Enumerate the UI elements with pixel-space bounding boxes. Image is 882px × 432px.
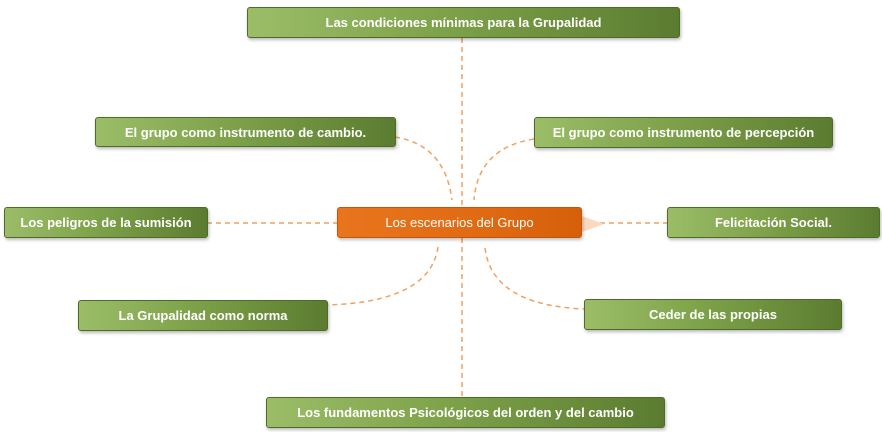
- node-lower-right[interactable]: Ceder de las propias: [584, 299, 842, 330]
- node-right[interactable]: Felicitación Social.: [667, 207, 880, 238]
- node-left[interactable]: Los peligros de la sumisión: [4, 207, 208, 238]
- node-top[interactable]: Las condiciones mínimas para la Grupalid…: [247, 7, 680, 38]
- node-upper-right[interactable]: El grupo como instrumento de percepción: [534, 117, 833, 148]
- center-pointer: [582, 216, 604, 232]
- node-bottom[interactable]: Los fundamentos Psicológicos del orden y…: [266, 397, 665, 428]
- node-upper-left[interactable]: El grupo como instrumento de cambio.: [95, 117, 396, 147]
- connector-lower-right: [484, 247, 585, 310]
- connector-upper-left: [394, 136, 453, 201]
- connector-upper-right: [473, 138, 535, 201]
- node-center[interactable]: Los escenarios del Grupo: [337, 207, 582, 238]
- connector-lower-left: [326, 246, 439, 306]
- node-lower-left[interactable]: La Grupalidad como norma: [78, 300, 328, 331]
